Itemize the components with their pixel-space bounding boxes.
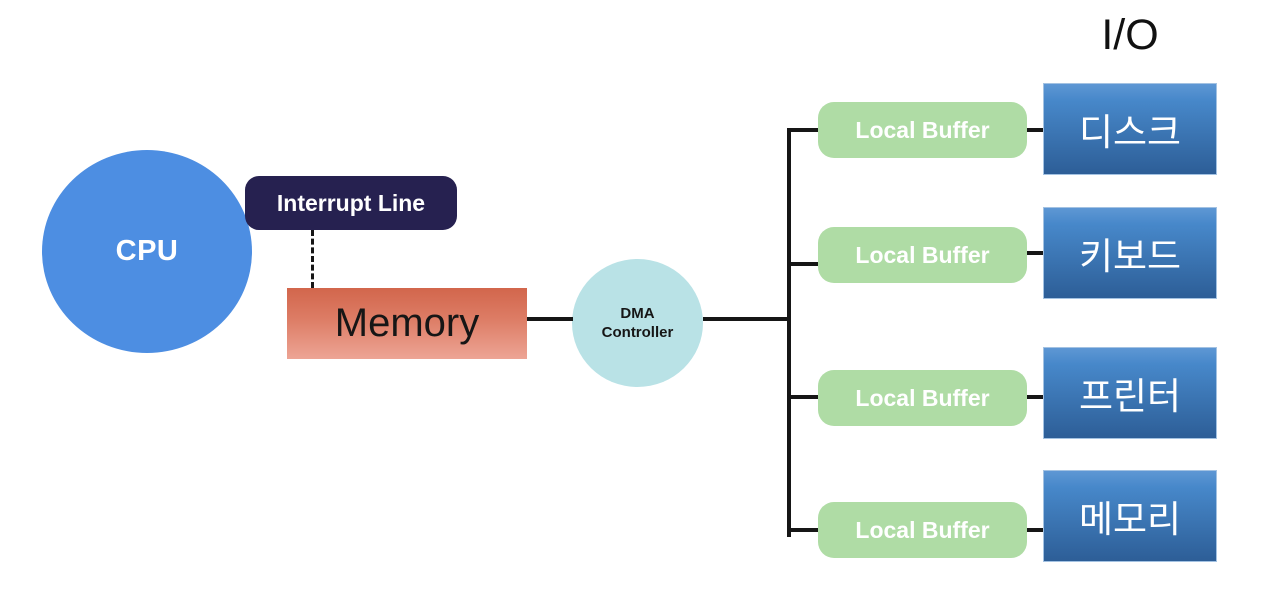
io-device-label: 키보드: [1078, 236, 1182, 277]
bus-branch-3: [787, 395, 818, 399]
memory-node: Memory: [287, 288, 527, 359]
bus-branch-2: [787, 262, 818, 266]
connector-buffer-device-4: [1024, 528, 1045, 532]
io-device-memory: 메모리: [1043, 470, 1217, 562]
local-buffer-label: Local Buffer: [855, 241, 990, 268]
dma-label-line2: Controller: [601, 324, 674, 341]
io-device-label: 디스크: [1078, 112, 1182, 153]
local-buffer-node-2: Local Buffer: [818, 227, 1027, 283]
bus-branch-1: [787, 128, 818, 132]
local-buffer-node-4: Local Buffer: [818, 502, 1027, 558]
interrupt-line-label: Interrupt Line: [276, 189, 426, 216]
io-device-disk: 디스크: [1043, 83, 1217, 175]
io-device-label: 프린터: [1078, 376, 1182, 417]
cpu-node: CPU: [42, 150, 252, 353]
local-buffer-label: Local Buffer: [855, 384, 990, 411]
bus-line: [787, 128, 791, 537]
dma-controller-node: DMA Controller: [572, 259, 703, 387]
bus-branch-4: [787, 528, 818, 532]
connector-buffer-device-3: [1024, 395, 1045, 399]
io-title-label: I/O: [1101, 10, 1159, 59]
memory-label: Memory: [334, 301, 480, 345]
interrupt-line-node: Interrupt Line: [245, 176, 457, 230]
connector-memory-to-dma: [527, 317, 573, 321]
io-title: I/O: [1043, 10, 1217, 60]
local-buffer-node-1: Local Buffer: [818, 102, 1027, 158]
connector-dma-to-bus: [703, 317, 790, 321]
connector-buffer-device-1: [1024, 128, 1045, 132]
connector-interrupt-to-memory: [311, 230, 314, 288]
io-device-label: 메모리: [1078, 499, 1182, 540]
io-device-printer: 프린터: [1043, 347, 1217, 439]
local-buffer-label: Local Buffer: [855, 116, 990, 143]
local-buffer-label: Local Buffer: [855, 516, 990, 543]
local-buffer-node-3: Local Buffer: [818, 370, 1027, 426]
cpu-label: CPU: [115, 235, 179, 267]
dma-label-line1: DMA: [620, 304, 655, 322]
io-device-keyboard: 키보드: [1043, 207, 1217, 299]
connector-buffer-device-2: [1024, 251, 1045, 255]
